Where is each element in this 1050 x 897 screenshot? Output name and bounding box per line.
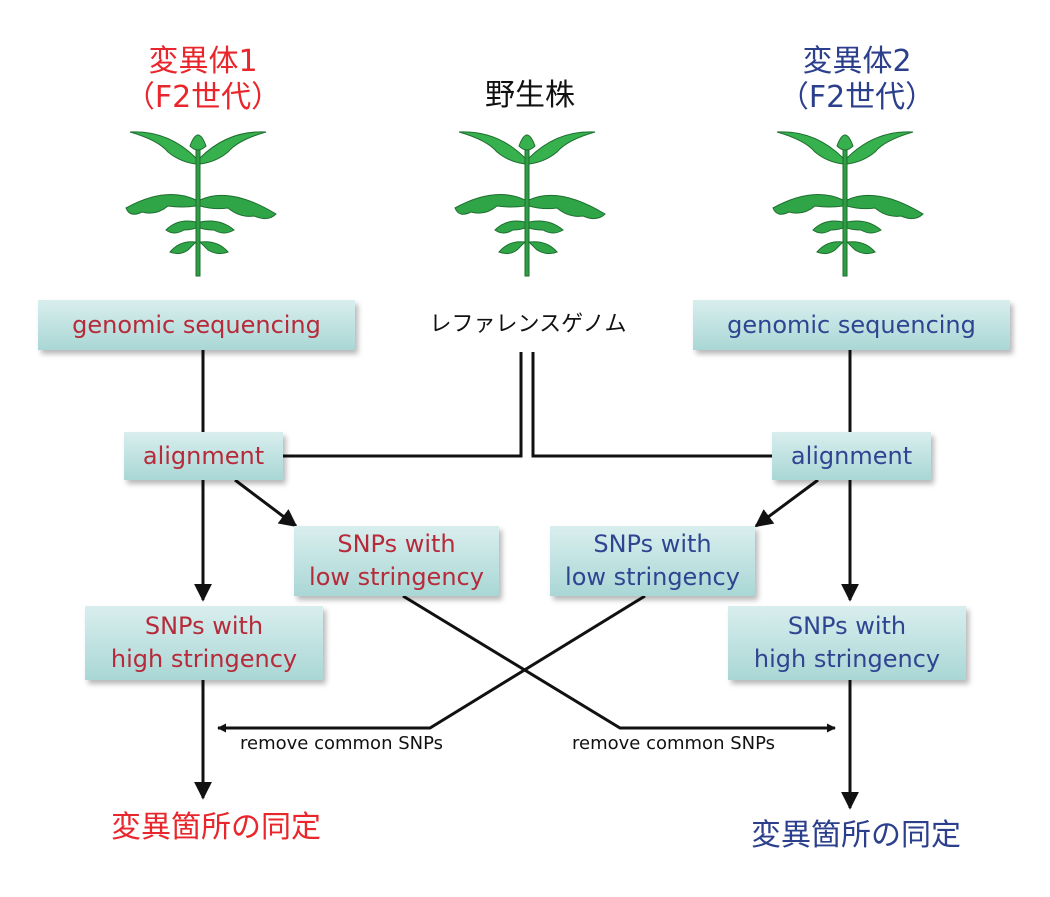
line-ref-to-right-align [531, 352, 772, 458]
wildtype-title: 野生株 [485, 78, 575, 113]
mutant2-snps-low-box: SNPs with low stringency [550, 526, 755, 596]
mutant1-title-line1: 変異体1 [148, 44, 258, 79]
remove-common-snps-right-label: remove common SNPs [568, 733, 780, 755]
mutant1-title-line2: （F2世代） [124, 80, 282, 115]
mutant1-sequencing-box: genomic sequencing [38, 300, 355, 350]
arrow-right-align-to-low [754, 478, 819, 528]
arrow-left-align-to-low [234, 478, 298, 528]
mutant2-result-label: 変異箇所の同定 [751, 818, 961, 853]
line-right-low-to-left-remove [217, 594, 646, 733]
mutant1-plant-icon [125, 131, 277, 277]
mutant1-result-label: 変異箇所の同定 [111, 810, 321, 845]
remove-common-snps-left-label: remove common SNPs [236, 733, 448, 755]
line-left-low-to-right-remove [402, 594, 836, 733]
mutant2-snps-high-box: SNPs with high stringency [728, 606, 966, 680]
mutant2-title-line2: （F2世代） [778, 80, 936, 115]
mutant2-plant-icon [772, 131, 924, 277]
mutant2-alignment-box: alignment [772, 432, 931, 480]
line-ref-to-left-align [283, 352, 523, 458]
mutant1-title: 変異体1 （F2世代） [103, 44, 303, 116]
mutant1-snps-high-box: SNPs with high stringency [85, 606, 323, 680]
mutant2-title-line1: 変異体2 [802, 44, 912, 79]
mutant1-alignment-box: alignment [124, 432, 283, 480]
mutant2-title: 変異体2 （F2世代） [757, 44, 957, 116]
mutant1-snps-low-box: SNPs with low stringency [294, 526, 499, 596]
mutant2-sequencing-box: genomic sequencing [693, 300, 1010, 350]
reference-genome-label: レファレンスゲノム [429, 312, 627, 337]
wildtype-plant-icon [454, 131, 606, 277]
